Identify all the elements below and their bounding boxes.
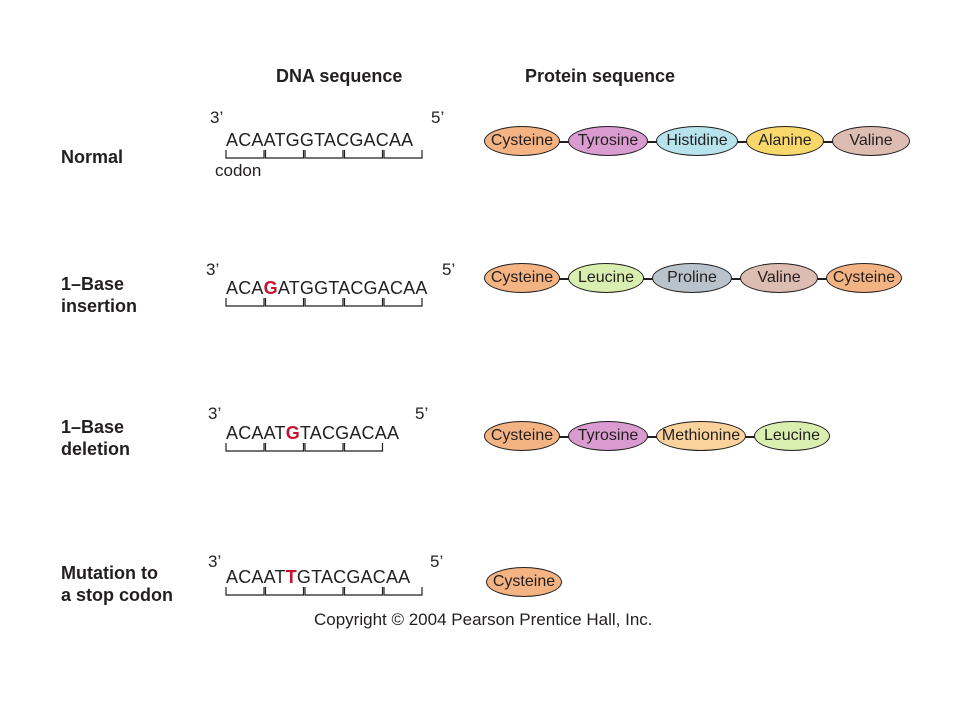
peptide-bond [731, 278, 741, 280]
codon-bracket [304, 298, 344, 307]
codon-bracket [225, 150, 265, 159]
mutated-base: G [285, 423, 300, 443]
amino-acid-proline: Proline [652, 263, 732, 293]
peptide-bond [559, 278, 569, 280]
codon-bracket [264, 587, 305, 596]
five-prime-end-label: 5’ [431, 108, 445, 127]
mutated-base: G [263, 278, 278, 298]
protein-sequence-header: Protein sequence [525, 66, 676, 86]
row-label-insertion: 1–Base insertion [61, 274, 138, 316]
codon-bracket [343, 150, 384, 159]
amino-acid-cysteine: Cysteine [826, 263, 902, 293]
codon-bracket [343, 587, 384, 596]
codon-brackets-deletion [225, 443, 384, 452]
codon-bracket [225, 443, 265, 452]
amino-acid-leucine: Leucine [754, 421, 830, 451]
amino-acid-cysteine: Cysteine [484, 126, 560, 156]
peptide-bond [559, 141, 569, 143]
five-prime-end-label: 5’ [430, 552, 444, 571]
codon-bracket [383, 587, 423, 596]
amino-acid-alanine: Alanine [746, 126, 824, 156]
amino-acid-valine: Valine [740, 263, 818, 293]
codon-label: codon [215, 161, 262, 180]
codon-bracket [225, 298, 265, 307]
codon-bracket [264, 150, 305, 159]
amino-acid-tyrosine: Tyrosine [568, 421, 648, 451]
amino-acid-leucine: Leucine [568, 263, 644, 293]
dna-strand-insertion: ACAGATGGTACGACAA [226, 278, 428, 298]
dna-strand-normal: ACAATGGTACGACAA [226, 130, 414, 150]
codon-bracket [343, 443, 384, 452]
five-prime-end-label: 5’ [442, 260, 456, 279]
peptide-bond [647, 141, 657, 143]
codon-brackets-stop-codon [225, 587, 423, 596]
codon-bracket [383, 298, 423, 307]
peptide-bond [647, 436, 657, 438]
row-label-stop-codon: Mutation to a stop codon [61, 563, 173, 605]
amino-acid-valine: Valine [832, 126, 910, 156]
codon-bracket [343, 298, 384, 307]
codon-bracket [304, 150, 344, 159]
dna-strand-stop-codon: ACAATTGTACGACAA [226, 567, 411, 587]
dna-sequence-header: DNA sequence [276, 66, 403, 86]
codon-bracket [304, 443, 344, 452]
peptide-bond [643, 278, 653, 280]
codon-bracket [264, 443, 305, 452]
three-prime-end-label: 3’ [208, 552, 222, 571]
amino-acid-cysteine: Cysteine [484, 421, 560, 451]
codon-brackets-normal [225, 150, 423, 159]
amino-acid-methionine: Methionine [656, 421, 746, 451]
dna-strand-deletion: ACAATGTACGACAA [226, 423, 400, 443]
peptide-bond [737, 141, 747, 143]
row-label-deletion: 1–Base deletion [61, 417, 131, 459]
amino-acid-cysteine: Cysteine [484, 263, 560, 293]
peptide-bond [559, 436, 569, 438]
amino-acid-tyrosine: Tyrosine [568, 126, 648, 156]
three-prime-end-label: 3’ [206, 260, 220, 279]
amino-acid-cysteine: Cysteine [486, 567, 562, 597]
row-label-normal: Normal [61, 147, 124, 167]
amino-acid-histidine: Histidine [656, 126, 738, 156]
codon-bracket [304, 587, 344, 596]
codon-bracket [383, 150, 423, 159]
three-prime-end-label: 3’ [208, 404, 222, 423]
codon-brackets-insertion [225, 298, 423, 307]
peptide-bond [745, 436, 755, 438]
five-prime-end-label: 5’ [415, 404, 429, 423]
mutated-base: T [285, 567, 297, 587]
peptide-bond [817, 278, 827, 280]
copyright-notice: Copyright © 2004 Pearson Prentice Hall, … [314, 610, 653, 629]
codon-bracket [225, 587, 265, 596]
three-prime-end-label: 3’ [210, 108, 224, 127]
codon-bracket [264, 298, 305, 307]
peptide-bond [823, 141, 833, 143]
